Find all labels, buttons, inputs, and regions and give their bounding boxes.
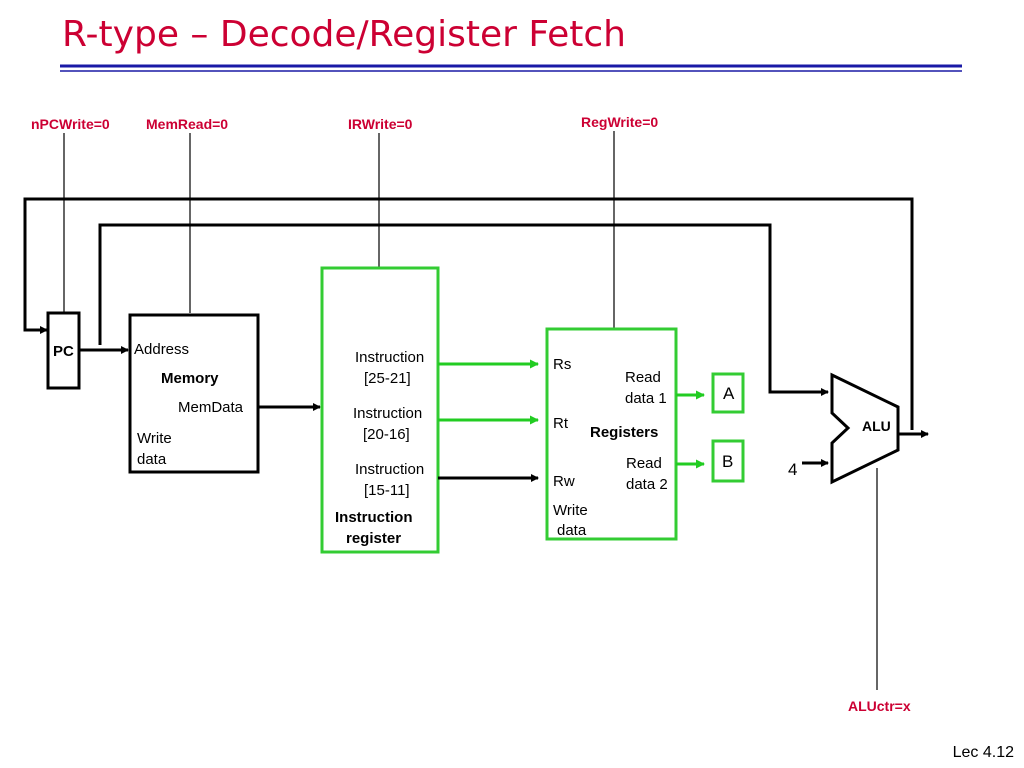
- memory-label: Memory: [161, 370, 219, 387]
- regfile-rs-port: Rs: [553, 356, 571, 373]
- ir-field-rs-bits: [25-21]: [364, 370, 411, 387]
- alu: ALU: [830, 372, 900, 485]
- regfile-write-data-line2: data: [557, 522, 587, 539]
- latch-a-label: A: [723, 384, 735, 403]
- memory-write-data-port: Write: [137, 430, 172, 447]
- regfile-write-data-line1: Write: [553, 502, 588, 519]
- register-file: Rs Rt Rw Write data Read data 1 Register…: [545, 327, 678, 541]
- irwrite-label: IRWrite=0: [348, 116, 413, 132]
- regfile-rw-port: Rw: [553, 473, 575, 490]
- ir-field-rd-label: Instruction: [355, 461, 424, 478]
- ir-field-rt-bits: [20-16]: [363, 426, 410, 443]
- slide-title: R-type – Decode/Register Fetch: [62, 14, 626, 55]
- regfile-read1-line1: Read: [625, 369, 661, 386]
- memory-address-port: Address: [134, 341, 189, 358]
- alu-to-pc-wire: [23, 197, 914, 430]
- regwrite-label: RegWrite=0: [581, 114, 658, 130]
- alu-label: ALU: [862, 418, 891, 434]
- memory-memdata-port: MemData: [178, 399, 244, 416]
- ir-field-rd-bits: [15-11]: [364, 482, 410, 499]
- slide-number: Lec 4.12: [952, 744, 1014, 761]
- memread-label: MemRead=0: [146, 116, 228, 132]
- alu-to-memory-wire: [98, 223, 829, 396]
- constant-four: 4: [788, 460, 797, 479]
- regfile-read1-line2: data 1: [625, 390, 667, 407]
- regfile-label: Registers: [590, 424, 658, 441]
- instruction-register: Instruction [25-21] Instruction [20-16] …: [320, 266, 440, 554]
- ir-name-line2: register: [346, 530, 401, 547]
- latch-b-label: B: [722, 452, 733, 471]
- latch-b: B: [711, 439, 745, 483]
- title-rule: [60, 64, 962, 72]
- latch-a: A: [711, 372, 745, 414]
- memory-unit: Address Memory MemData Write data: [128, 313, 260, 474]
- regfile-rt-port: Rt: [553, 415, 569, 432]
- ir-field-rt-label: Instruction: [353, 405, 422, 422]
- ir-field-rs-label: Instruction: [355, 349, 424, 366]
- aluctr-label: ALUctr=x: [848, 698, 911, 714]
- regfile-read2-line2: data 2: [626, 476, 668, 493]
- ir-name-line1: Instruction: [335, 509, 413, 526]
- regfile-read2-line1: Read: [626, 455, 662, 472]
- npcwrite-label: nPCWrite=0: [31, 116, 110, 132]
- memory-write-data-port-line2: data: [137, 451, 167, 468]
- pc-label: PC: [53, 343, 74, 360]
- pc-register: PC: [46, 311, 81, 390]
